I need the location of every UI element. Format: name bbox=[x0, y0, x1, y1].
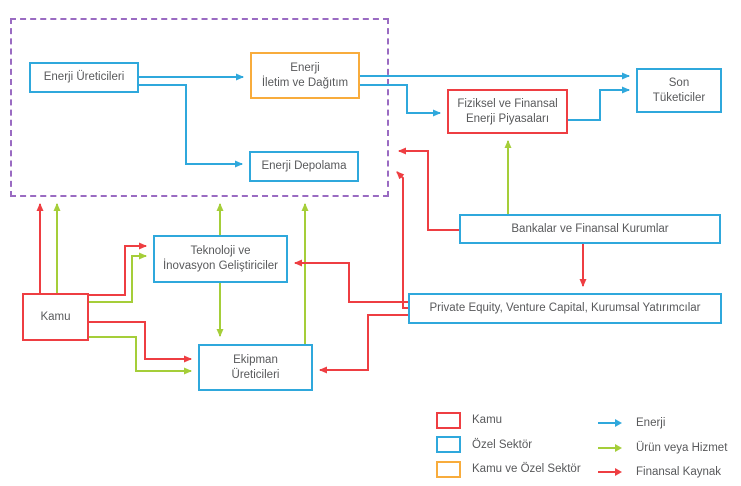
node-enerji-depolama: Enerji Depolama bbox=[249, 151, 359, 182]
edge-piyasalar-to-son-tuketiciler bbox=[568, 86, 630, 121]
legend-green-arrow-icon bbox=[598, 443, 625, 452]
legend-swatch-orange-box bbox=[436, 460, 461, 478]
edge-private-equity-to-teknoloji-finans bbox=[294, 259, 408, 303]
node-kamu: Kamu bbox=[22, 293, 89, 341]
legend-label: Özel Sektör bbox=[472, 438, 533, 451]
edge-kamu-to-ekipman-hizmet bbox=[89, 336, 192, 375]
legend-item-green-arrow: Ürün veya Hizmet bbox=[598, 436, 727, 461]
legend-swatch-red-box bbox=[436, 411, 461, 429]
legend-swatch-blue-box bbox=[436, 436, 461, 454]
node-enerji-ureticileri: Enerji Üreticileri bbox=[29, 62, 139, 93]
legend-item-red-arrow: Finansal Kaynak bbox=[598, 460, 727, 485]
legend-red-arrow-icon bbox=[598, 468, 625, 477]
edge-ureticiler-to-depolama bbox=[139, 84, 243, 168]
node-private-equity-venture-capital: Private Equity, Venture Capital, Kurumsa… bbox=[408, 293, 722, 324]
node-fiziksel-ve-finansal-enerji-piyasalari: Fiziksel ve Finansal Enerji Piyasaları bbox=[447, 89, 568, 134]
node-ekipman-ureticileri: Ekipman Üreticileri bbox=[198, 344, 313, 391]
energy-system-group-outline bbox=[10, 18, 389, 197]
legend-item-blue-arrow: Enerji bbox=[598, 411, 727, 436]
legend-item-red-box: Kamu bbox=[436, 408, 581, 433]
edge-kamu-to-teknoloji-finans bbox=[89, 242, 147, 296]
edge-iletim-to-piyasalar bbox=[360, 84, 441, 117]
edge-kamu-to-teknoloji-hizmet bbox=[89, 252, 147, 303]
node-enerji-iletim-ve-dagitim: Enerji İletim ve Dağıtım bbox=[250, 52, 360, 99]
legend-label: Kamu ve Özel Sektör bbox=[472, 463, 581, 476]
edge-bankalar-to-enerji-sistemi-finans bbox=[398, 147, 459, 231]
edge-private-equity-to-ekipman-finans bbox=[319, 314, 408, 374]
edge-kamu-to-ekipman-finans bbox=[89, 321, 192, 363]
legend-blue-arrow-icon bbox=[598, 419, 625, 428]
node-bankalar-ve-finansal-kurumlar: Bankalar ve Finansal Kurumlar bbox=[459, 214, 721, 244]
node-teknoloji-ve-inovasyon-gelistiriciler: Teknoloji ve İnovasyon Geliştiriciler bbox=[153, 235, 288, 283]
legend-item-blue-box: Özel Sektör bbox=[436, 433, 581, 458]
node-son-tuketiciler: Son Tüketiciler bbox=[636, 68, 722, 113]
legend-label: Ürün veya Hizmet bbox=[636, 441, 728, 454]
edge-private-equity-to-enerji-sistemi-finans bbox=[396, 171, 408, 309]
legend-label: Finansal Kaynak bbox=[636, 466, 722, 479]
legend-item-orange-box: Kamu ve Özel Sektör bbox=[436, 457, 581, 482]
legend-label: Kamu bbox=[472, 414, 503, 427]
legend-label: Enerji bbox=[636, 417, 666, 430]
